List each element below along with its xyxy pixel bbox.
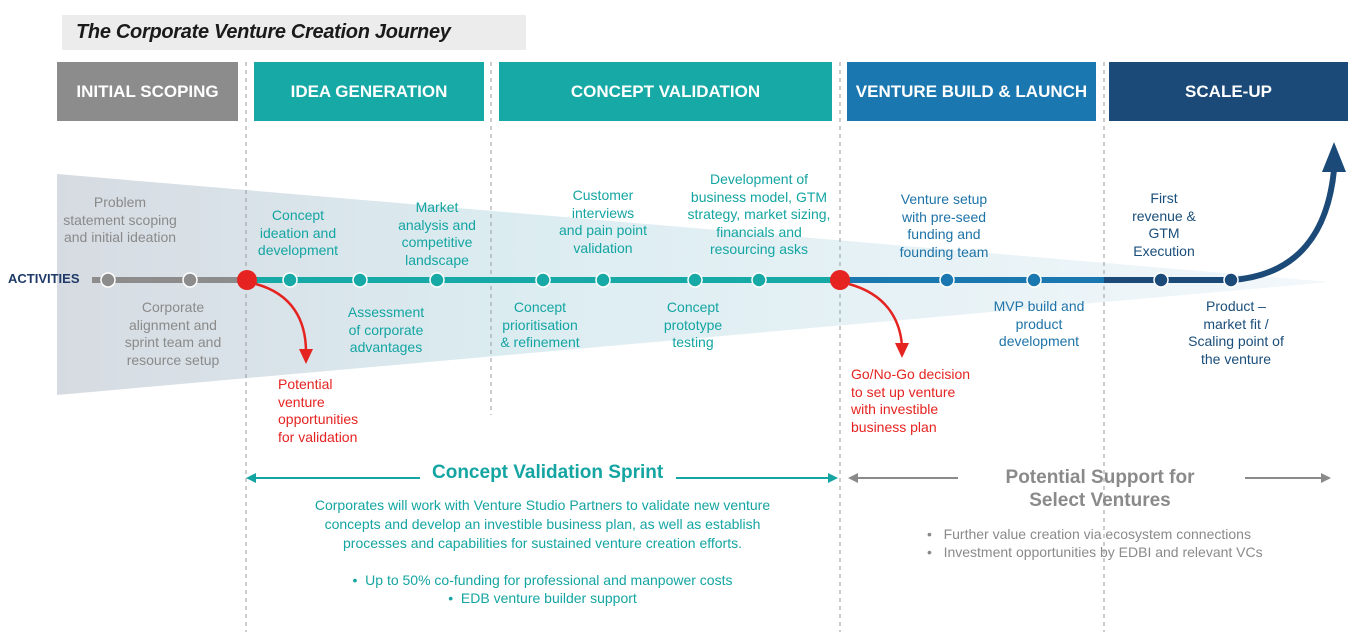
sprint-bullet: • EDB venture builder support — [448, 590, 637, 606]
scale-up-arrow — [1231, 169, 1337, 283]
decision-node — [237, 270, 257, 290]
timeline-node — [182, 272, 198, 288]
activity-product-market-fit: Product – market fit / Scaling point of … — [1188, 298, 1284, 367]
phase-idea-generation: IDEA GENERATION — [254, 62, 484, 121]
activity-concept-ideation: Concept ideation and development — [257, 207, 339, 258]
phase-venture-build-launch: VENTURE BUILD & LAUNCH — [847, 62, 1096, 121]
phase-concept-validation: CONCEPT VALIDATION — [499, 62, 832, 121]
sprint-title: Concept Validation Sprint — [432, 462, 664, 483]
activity-first-revenue: First revenue & GTM Execution — [1132, 190, 1196, 259]
activities-label: ACTIVITIES — [8, 271, 80, 286]
activity-problem-scoping: Problem statement scoping and initial id… — [63, 194, 177, 245]
sprint-bullet: • Up to 50% co-funding for professional … — [352, 572, 733, 588]
support-title: Potential Support for Select Ventures — [1005, 467, 1195, 511]
page-title: The Corporate Venture Creation Journey — [76, 21, 451, 43]
activity-customer-interviews: Customer interviews and pain point valid… — [559, 187, 647, 256]
sprint-bullet-text: Up to 50% co-funding for professional an… — [365, 572, 733, 588]
sprint-bullet-text: EDB venture builder support — [460, 590, 637, 606]
scale-up-arrowhead — [1322, 142, 1346, 172]
activity-market-analysis: Market analysis and competitive landscap… — [398, 199, 476, 268]
support-bullet-text: Further value creation via ecosystem con… — [943, 526, 1251, 542]
phase-initial-scoping: INITIAL SCOPING — [57, 62, 238, 121]
activity-corporate-alignment: Corporate alignment and sprint team and … — [124, 299, 222, 368]
activity-concept-prioritisation: Concept prioritisation & refinement — [500, 299, 580, 350]
decision-arrow — [848, 282, 904, 347]
timeline-node — [282, 272, 298, 288]
support-bullet: • Investment opportunities by EDBI and r… — [927, 544, 1263, 560]
decision-arrowhead — [895, 343, 909, 358]
timeline-node — [352, 272, 368, 288]
activity-concept-prototype: Concept prototype testing — [663, 299, 723, 350]
timeline-node — [1153, 272, 1169, 288]
timeline-node — [939, 272, 955, 288]
support-bullet: • Further value creation via ecosystem c… — [927, 526, 1251, 542]
timeline-node — [1026, 272, 1042, 288]
activity-venture-setup: Venture setup with pre-seed funding and … — [899, 191, 989, 260]
activity-business-model: Development of business model, GTM strat… — [687, 171, 831, 257]
timeline-node — [100, 272, 116, 288]
phase-scale-up: SCALE-UP — [1109, 62, 1348, 121]
timeline-node — [687, 272, 703, 288]
decision-arrow — [255, 282, 308, 353]
timeline-node — [1223, 272, 1239, 288]
sprint-description: Corporates will work with Venture Studio… — [314, 497, 771, 551]
timeline-node — [751, 272, 767, 288]
timeline-node — [595, 272, 611, 288]
timeline-node — [429, 272, 445, 288]
support-bullet-text: Investment opportunities by EDBI and rel… — [943, 544, 1263, 560]
decision-go-no-go: Go/No-Go decision to set up venture with… — [851, 366, 971, 435]
title-background — [62, 15, 526, 50]
decision-node — [830, 270, 850, 290]
activity-corporate-advantages: Assessment of corporate advantages — [347, 304, 425, 355]
decision-arrowhead — [299, 349, 313, 364]
decision-potential-opportunities: Potential venture opportunities for vali… — [278, 376, 359, 445]
timeline-node — [535, 272, 551, 288]
activity-mvp-build: MVP build and product development — [993, 298, 1085, 349]
